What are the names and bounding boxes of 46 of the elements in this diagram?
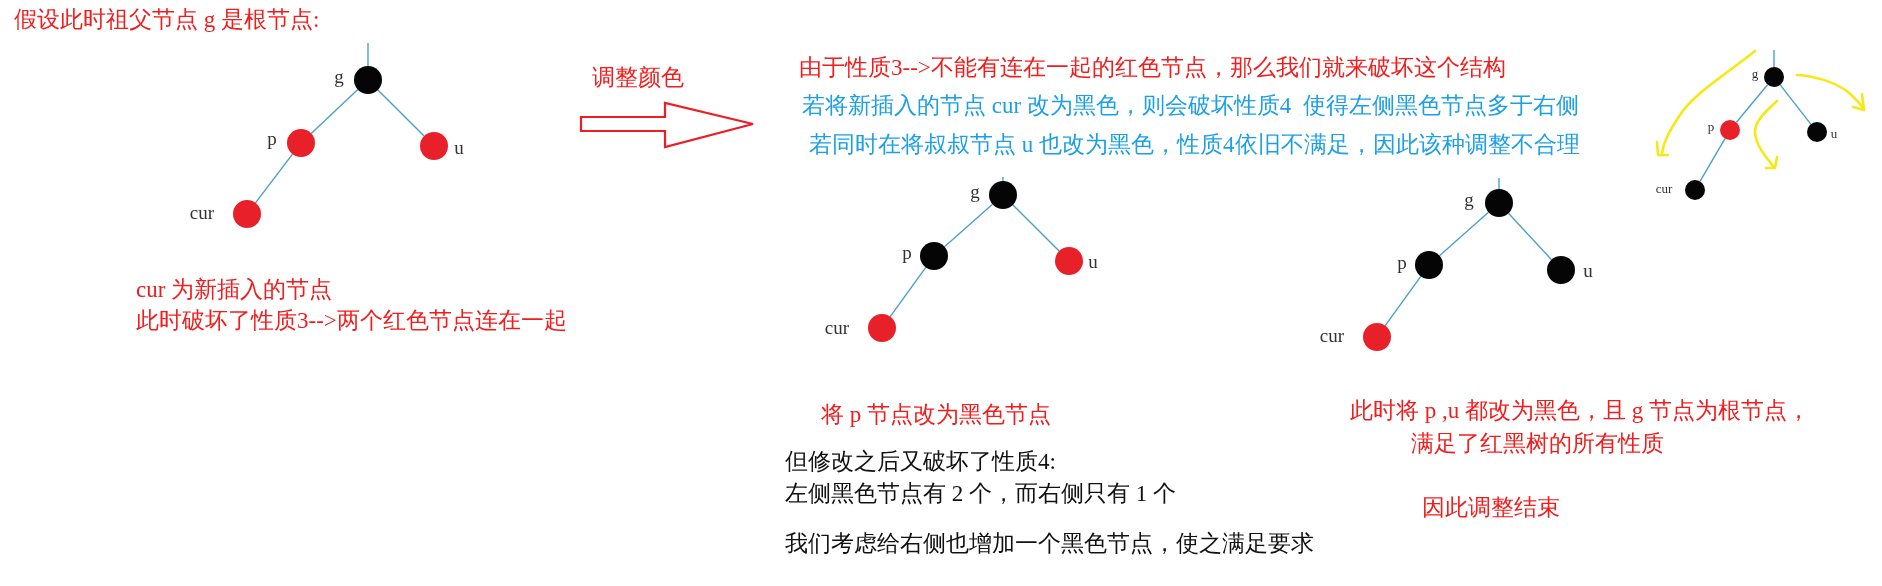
tree-edge [1735, 84, 1769, 123]
tree-edge [1498, 177, 1500, 190]
tree-edge [254, 153, 294, 204]
tree-edge [1384, 275, 1422, 327]
node-label: g [1464, 189, 1474, 209]
node-label: g [334, 66, 344, 86]
annotation-text: 因此调整结束 [1422, 496, 1560, 521]
node-label: p [1707, 119, 1715, 133]
tree-edge [367, 42, 369, 67]
node-label: cur [1319, 325, 1345, 345]
arrow-label: 调整颜色 [592, 66, 684, 91]
annotation-text: 此时破坏了性质3-->两个红色节点连在一起 [136, 309, 567, 334]
node-label: u [1583, 260, 1593, 280]
tree-edge [310, 88, 359, 135]
annotation-text: 但修改之后又破坏了性质4: [785, 450, 1056, 475]
tree-edge [1773, 49, 1775, 68]
node-label: g [970, 181, 980, 201]
node-label: u [454, 137, 464, 157]
annotation-text: 左侧黑色节点有 2 个，而右侧只有 1 个 [785, 482, 1176, 507]
node-label: u [1830, 126, 1838, 140]
tree-edge [1699, 137, 1726, 183]
annotation-text: 由于性质3-->不能有连在一起的红色节点，那么我们就来破坏这个结构 [799, 56, 1506, 81]
annotation-text: 若同时在将叔叔节点 u 也改为黑色，性质4依旧不满足，因此该种调整不合理 [809, 133, 1580, 158]
tree-edge [1002, 176, 1004, 182]
tree-edge [377, 89, 425, 137]
annotation-text: 将 p 节点改为黑色节点 [821, 403, 1051, 428]
node-label: p [267, 128, 277, 148]
annotation-text: 此时将 p ,u 都改为黑色，且 g 节点为根节点， [1350, 399, 1810, 424]
node-label: cur [1655, 181, 1673, 195]
tree-edge [1012, 204, 1060, 252]
node-label: cur [824, 317, 850, 337]
tree-edge [1779, 84, 1812, 125]
annotation-text: cur 为新插入的节点 [136, 278, 333, 303]
node-label: g [1751, 66, 1759, 80]
heading-text: 假设此时祖父节点 g 是根节点: [14, 8, 320, 33]
annotation-text: 我们考虑给右侧也增加一个黑色节点，使之满足要求 [785, 532, 1314, 557]
tree-edge [889, 266, 927, 318]
node-label: cur [189, 202, 215, 222]
tree-edge [1438, 211, 1490, 257]
node-label: p [902, 242, 912, 262]
annotation-text: 满足了红黑树的所有性质 [1411, 432, 1664, 457]
node-label: p [1397, 252, 1407, 272]
tree-edge [943, 203, 994, 248]
tree-edge [1507, 212, 1553, 261]
annotation-text: 若将新插入的节点 cur 改为黑色，则会破坏性质4 使得左侧黑色节点多于右侧 [802, 94, 1579, 119]
node-label: u [1088, 251, 1098, 271]
